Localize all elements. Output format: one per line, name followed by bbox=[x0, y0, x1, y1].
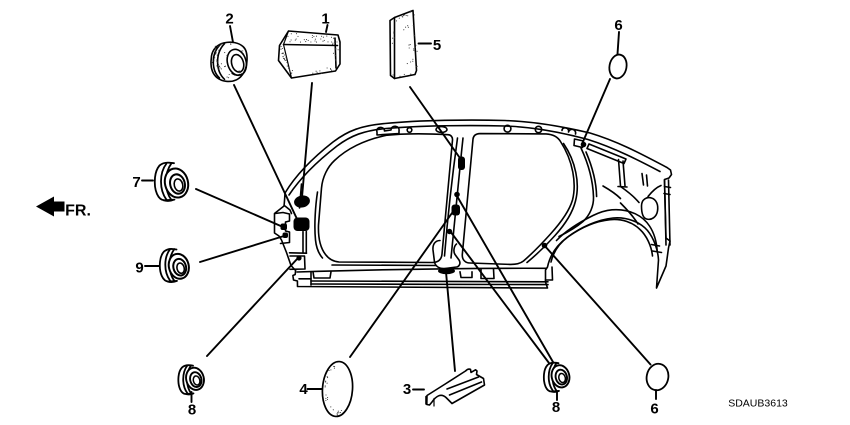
svg-text:4: 4 bbox=[299, 381, 308, 398]
svg-text:6: 6 bbox=[614, 17, 622, 34]
svg-text:9: 9 bbox=[135, 260, 143, 277]
svg-text:8: 8 bbox=[552, 399, 560, 416]
svg-text:FR.: FR. bbox=[65, 203, 91, 220]
svg-text:2: 2 bbox=[225, 11, 233, 28]
svg-text:SDAUB3613: SDAUB3613 bbox=[728, 398, 788, 410]
svg-text:5: 5 bbox=[433, 37, 441, 54]
svg-text:7: 7 bbox=[132, 174, 140, 191]
svg-text:6: 6 bbox=[650, 401, 658, 418]
svg-text:8: 8 bbox=[188, 402, 196, 419]
svg-text:3: 3 bbox=[403, 381, 411, 398]
svg-text:1: 1 bbox=[321, 11, 329, 28]
